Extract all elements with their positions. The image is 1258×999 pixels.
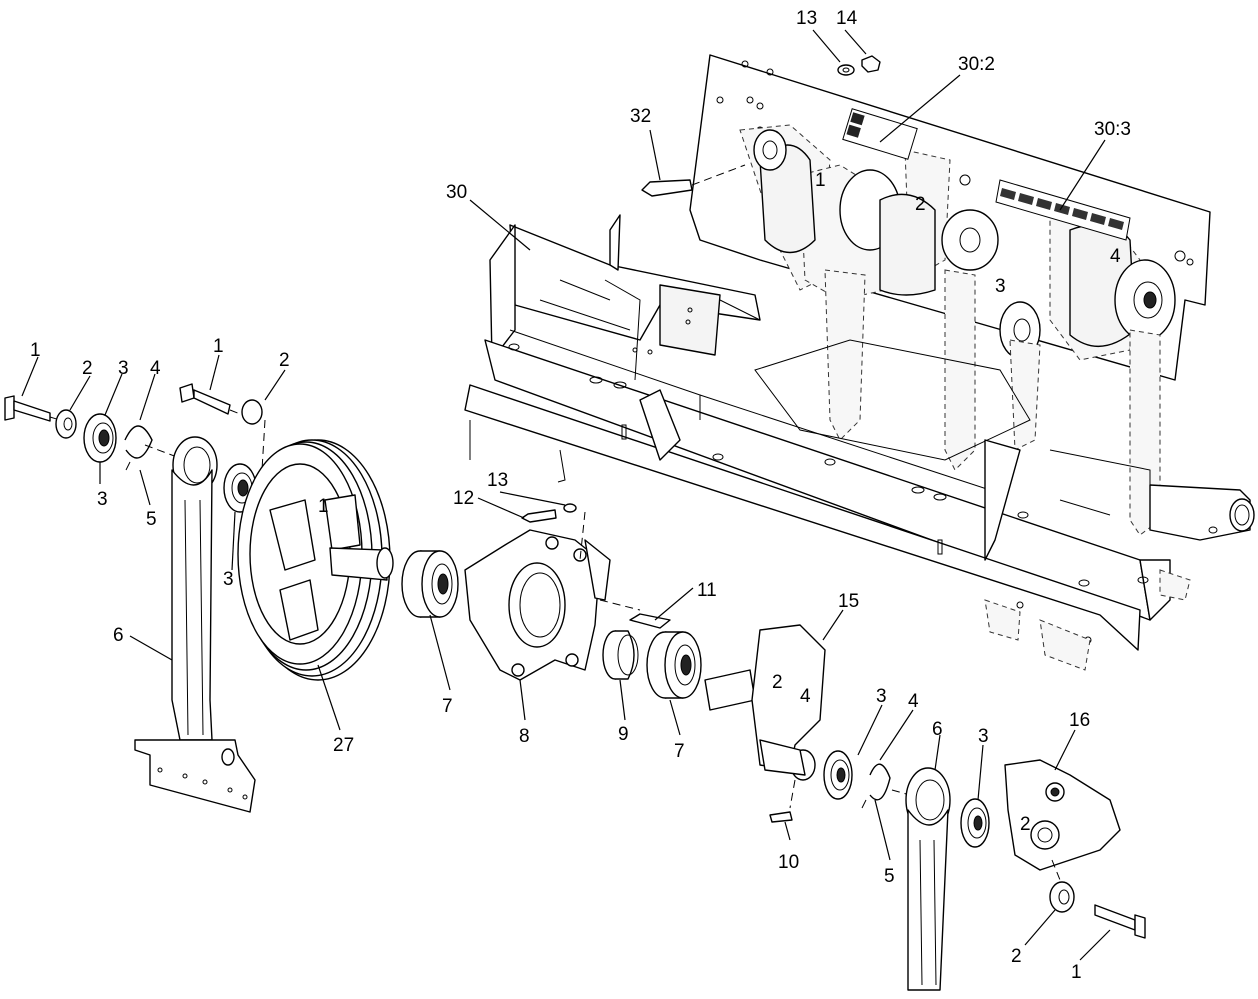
callout-labels: 1 2 3 4 3 5 1 2 3 6 27 13 14 30:2 32 30:… (30, 8, 1131, 983)
crank-number-2: 2 (772, 672, 783, 693)
callout-1: 1 (213, 336, 224, 357)
callout-1: 1 (30, 340, 41, 361)
callout-10: 10 (778, 852, 799, 873)
callout-3: 3 (978, 726, 989, 747)
callout-3: 3 (876, 686, 887, 707)
callout-5: 5 (146, 509, 157, 530)
connecting-rod-left (134, 436, 256, 813)
left-bearing-stack (4, 383, 266, 513)
right-bearing-stack: 2 (823, 750, 1146, 991)
warning-decal-30-3 (995, 179, 1131, 241)
callout-1: 1 (1071, 962, 1082, 983)
callout-32: 32 (630, 106, 651, 127)
instruction-decal-30-2 (842, 108, 918, 160)
callout-8: 8 (519, 726, 530, 747)
frame-arm-number-1: 1 (815, 170, 826, 191)
bearing-housing (464, 503, 671, 681)
callout-4: 4 (908, 691, 919, 712)
callout-14: 14 (836, 8, 858, 29)
frame-assembly: 1 2 3 4 (464, 54, 1255, 671)
crank-number-4: 4 (800, 686, 811, 707)
callout-6: 6 (113, 625, 124, 646)
callout-3: 3 (118, 358, 129, 379)
callout-7: 7 (674, 741, 685, 762)
plate-number-2: 2 (1020, 814, 1031, 835)
frame-arm-number-2: 2 (915, 194, 926, 215)
callout-27: 27 (333, 735, 354, 756)
callout-9: 9 (618, 724, 629, 745)
callout-2: 2 (82, 358, 93, 379)
callout-30: 30 (446, 182, 467, 203)
callout-5: 5 (884, 866, 895, 887)
pulley-brand-number: 1 (318, 496, 329, 517)
callout-11: 11 (697, 580, 717, 601)
leader-lines (21, 29, 1111, 961)
callout-30-2: 30:2 (958, 54, 995, 75)
callout-6: 6 (932, 719, 943, 740)
frame-arm-number-3: 3 (995, 276, 1006, 297)
callout-3: 3 (97, 489, 108, 510)
bearing-7-right (646, 631, 702, 699)
frame-fasteners (641, 55, 881, 197)
callout-3: 3 (223, 569, 234, 590)
frame-arm-number-4: 4 (1110, 246, 1121, 267)
callout-2: 2 (1011, 946, 1022, 967)
callout-12: 12 (453, 488, 474, 509)
callout-13: 13 (487, 470, 508, 491)
callout-15: 15 (838, 591, 859, 612)
spacer-9 (602, 630, 639, 680)
pulley: 1 (237, 439, 394, 681)
callout-2: 2 (279, 350, 290, 371)
callout-13: 13 (796, 8, 817, 29)
callout-16: 16 (1069, 710, 1090, 731)
callout-30-3: 30:3 (1094, 119, 1131, 140)
bearing-7-left (401, 550, 459, 618)
callout-4: 4 (150, 358, 161, 379)
callout-7: 7 (442, 696, 453, 717)
crank-arm: 2 4 (704, 624, 826, 823)
